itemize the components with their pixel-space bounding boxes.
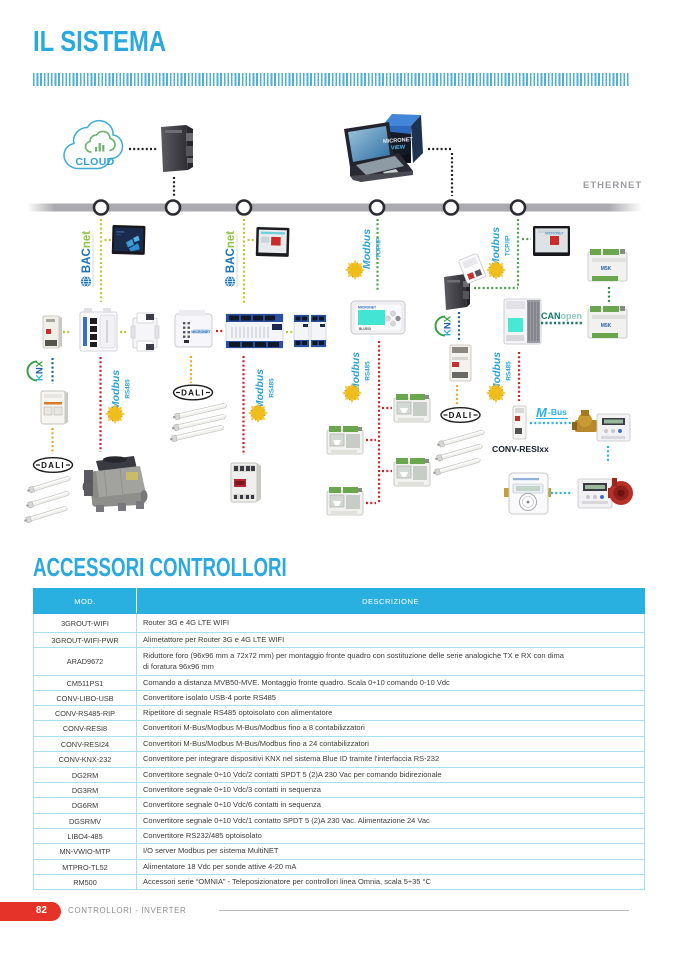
- svg-text:MICRONET: MICRONET: [191, 330, 211, 334]
- svg-text:RS485: RS485: [506, 361, 513, 381]
- svg-text:Modbus: Modbus: [254, 369, 266, 409]
- svg-text:MICRONET: MICRONET: [545, 232, 565, 236]
- svg-text:Modbus: Modbus: [361, 229, 373, 269]
- svg-text:RS485: RS485: [269, 378, 276, 398]
- svg-text:DALI: DALI: [181, 389, 205, 398]
- svg-text:Modbus: Modbus: [110, 370, 122, 410]
- svg-text:RS485: RS485: [365, 361, 372, 381]
- svg-text:TCP/IP: TCP/IP: [505, 236, 512, 256]
- svg-text:DALI: DALI: [449, 411, 473, 420]
- svg-text:M5K: M5K: [601, 266, 612, 272]
- svg-text:KNX: KNX: [443, 315, 454, 336]
- svg-text:BACnet: BACnet: [81, 231, 93, 273]
- svg-text:CONV-RESIxx: CONV-RESIxx: [492, 444, 549, 454]
- svg-text:Modbus: Modbus: [491, 352, 503, 392]
- svg-text:CLOUD: CLOUD: [75, 156, 114, 168]
- svg-text:ETHERNET: ETHERNET: [583, 180, 642, 191]
- svg-text:RS485: RS485: [125, 379, 132, 399]
- svg-text:Modbus: Modbus: [350, 352, 362, 392]
- svg-text:TCP/IP: TCP/IP: [376, 238, 383, 258]
- svg-text:BLUEID: BLUEID: [359, 327, 372, 331]
- svg-text:-Bus: -Bus: [548, 407, 567, 417]
- svg-text:M5K: M5K: [601, 323, 612, 329]
- svg-text:BACnet: BACnet: [225, 231, 237, 273]
- svg-text:CANopen: CANopen: [541, 311, 582, 321]
- svg-text:KNX: KNX: [35, 360, 46, 381]
- svg-text:MICRONET: MICRONET: [383, 137, 414, 145]
- svg-text:MICRONET: MICRONET: [358, 306, 377, 310]
- svg-text:Modbus: Modbus: [490, 227, 502, 267]
- svg-text:VIEW: VIEW: [391, 144, 406, 151]
- svg-text:M: M: [536, 405, 548, 420]
- svg-text:DALI: DALI: [41, 461, 65, 470]
